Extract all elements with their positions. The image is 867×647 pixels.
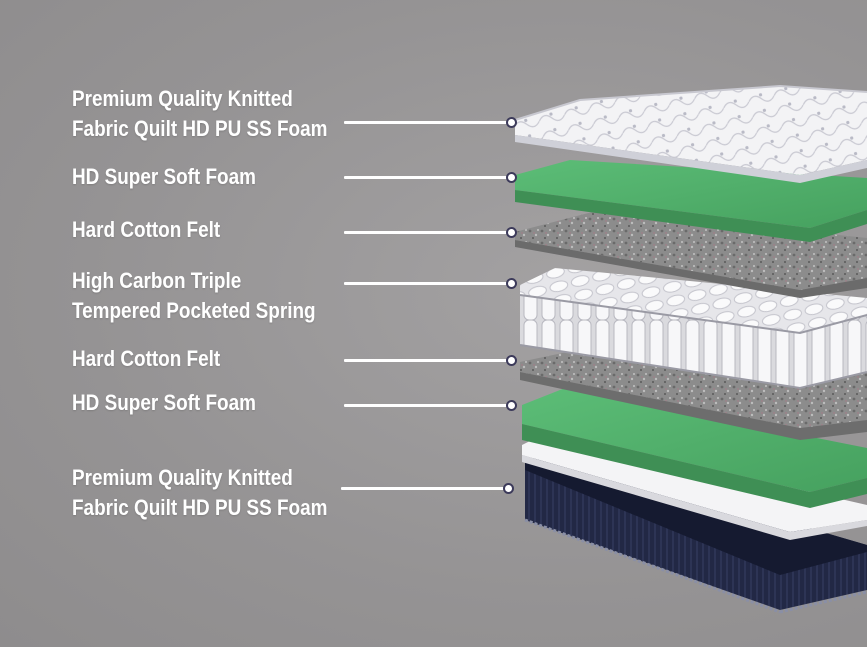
leader-dot-4 [506,278,517,289]
leader-line-5 [344,359,507,362]
layer-label-2-line-1: HD Super Soft Foam [72,164,256,189]
layer-label-1: Premium Quality Knitted Fabric Quilt HD … [72,84,327,144]
leader-line-2 [344,176,507,179]
leader-dot-6 [506,400,517,411]
leader-line-6 [344,404,507,407]
spring-layer [519,268,867,390]
leader-line-4 [344,282,507,285]
leader-dot-5 [506,355,517,366]
layer-label-3-line-1: Hard Cotton Felt [72,217,221,242]
layer-label-1-line-1: Premium Quality Knitted [72,86,293,111]
layer-label-7-line-1: Premium Quality Knitted [72,465,293,490]
layer-label-4: High Carbon Triple Tempered Pocketed Spr… [72,266,316,326]
top-quilt-layer [514,84,867,183]
leader-line-1 [344,121,507,124]
layer-label-7: Premium Quality Knitted Fabric Quilt HD … [72,463,327,523]
leader-dot-3 [506,227,517,238]
layer-label-6: HD Super Soft Foam [72,388,256,418]
layer-label-7-line-2: Fabric Quilt HD PU SS Foam [72,495,328,520]
leader-dot-1 [506,117,517,128]
layer-label-6-line-1: HD Super Soft Foam [72,390,256,415]
layer-label-3: Hard Cotton Felt [72,215,220,245]
bottom-green-foam-layer [522,388,867,508]
leader-dot-7 [503,483,514,494]
layer-label-4-line-1: High Carbon Triple [72,268,242,293]
leader-line-7 [341,487,504,490]
layer-label-4-line-2: Tempered Pocketed Spring [72,298,316,323]
leader-dot-2 [506,172,517,183]
layer-label-1-line-2: Fabric Quilt HD PU SS Foam [72,116,328,141]
layer-label-5: Hard Cotton Felt [72,344,220,374]
layer-label-2: HD Super Soft Foam [72,162,256,192]
leader-line-3 [344,231,507,234]
layer-label-5-line-1: Hard Cotton Felt [72,346,221,371]
